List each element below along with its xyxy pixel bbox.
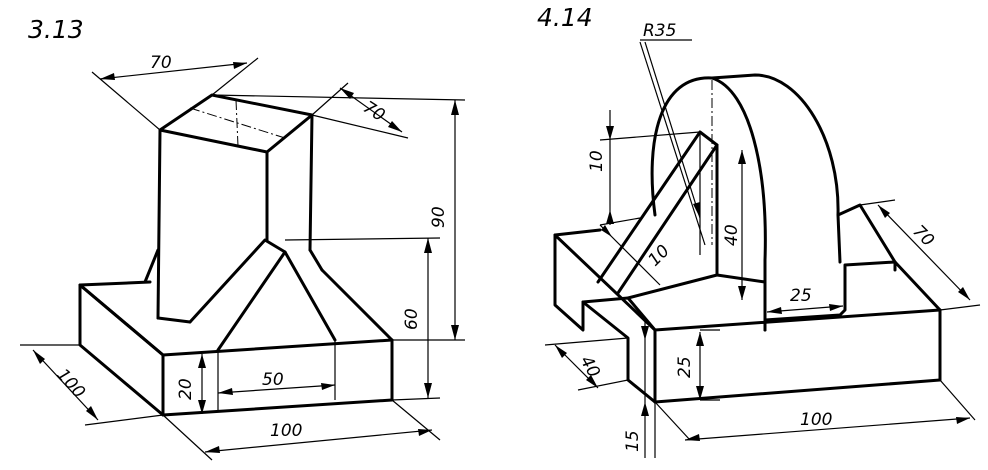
figure-3-13-number: 3.13	[28, 15, 84, 44]
column-bottom-edge	[156, 316, 192, 324]
dim-base-depth: 100	[32, 349, 99, 421]
rib-y	[143, 238, 337, 352]
dim-text: 25	[675, 356, 695, 378]
base	[553, 203, 942, 404]
base-top-right	[763, 260, 897, 332]
dim-rib-height: 60	[402, 238, 432, 398]
dim-base-width: 100	[204, 421, 433, 453]
dim-rib-span: 50	[217, 370, 336, 395]
figure-4-14-number: 4.14	[537, 3, 593, 32]
column-axis-2	[235, 99, 239, 147]
dim-text: 10	[587, 150, 607, 172]
rib-front-outline	[188, 238, 337, 342]
square-column	[156, 93, 314, 324]
arch-front-edge	[710, 76, 767, 332]
dim-text: 60	[402, 308, 422, 330]
tab-top	[581, 296, 657, 332]
dim-text: 25	[790, 286, 812, 306]
dim-text: 70	[150, 53, 172, 73]
dim-top-width: 70	[99, 53, 248, 80]
dim-base-height-b: 25	[675, 332, 704, 400]
arch	[650, 73, 842, 332]
dim-text: 100	[270, 421, 302, 441]
dim-slot-width: 10	[587, 110, 614, 225]
rib-right-stub	[308, 248, 324, 272]
dim-slot-offset: 10	[599, 224, 674, 286]
arch-outline	[650, 73, 842, 264]
column-left-edge	[156, 128, 162, 320]
rib-inner-edge	[616, 143, 719, 295]
dim-text: 100	[800, 410, 832, 430]
dim-text: 15	[623, 430, 643, 452]
base-left-face	[78, 283, 165, 417]
base-block	[78, 268, 394, 417]
base-inner-top	[626, 273, 767, 300]
base-top-left-edge	[78, 280, 165, 357]
dim-rib-height-b: 40	[722, 150, 746, 300]
dim-base-height: 20	[176, 354, 206, 414]
dim-text: 70	[359, 97, 388, 126]
base-top-right-edge	[320, 268, 394, 342]
dim-text: 40	[576, 353, 604, 382]
rib-left-stub	[143, 248, 160, 284]
dim-depth: 70	[877, 204, 971, 301]
dim-text: 50	[262, 370, 284, 390]
dim-text: 100	[52, 365, 89, 402]
dim-tab-width: 40	[554, 344, 604, 389]
base-top-left-edge	[553, 228, 657, 332]
dim-text: 90	[429, 206, 449, 228]
base-right-top-edge	[893, 260, 942, 312]
dim-text: R35	[643, 21, 676, 41]
dim-text: 40	[722, 224, 742, 246]
dim-base-width-b: 100	[684, 410, 971, 441]
dim-text: 20	[176, 378, 196, 400]
extension-lines	[20, 57, 466, 461]
dim-text: 70	[908, 221, 937, 250]
figure-4-14: 4.14	[537, 3, 981, 458]
column-right-edge	[308, 113, 314, 252]
rib-inner-edge	[216, 250, 287, 352]
dim-total-height: 90	[429, 100, 459, 340]
extension-lines-b	[544, 39, 981, 458]
dim-tab-height: 15	[623, 320, 649, 458]
dim-top-depth: 70	[339, 87, 403, 133]
dim-radius: R35	[643, 21, 701, 219]
dim-gap: 25	[766, 286, 844, 314]
figure-3-13: 3.13	[20, 15, 466, 461]
